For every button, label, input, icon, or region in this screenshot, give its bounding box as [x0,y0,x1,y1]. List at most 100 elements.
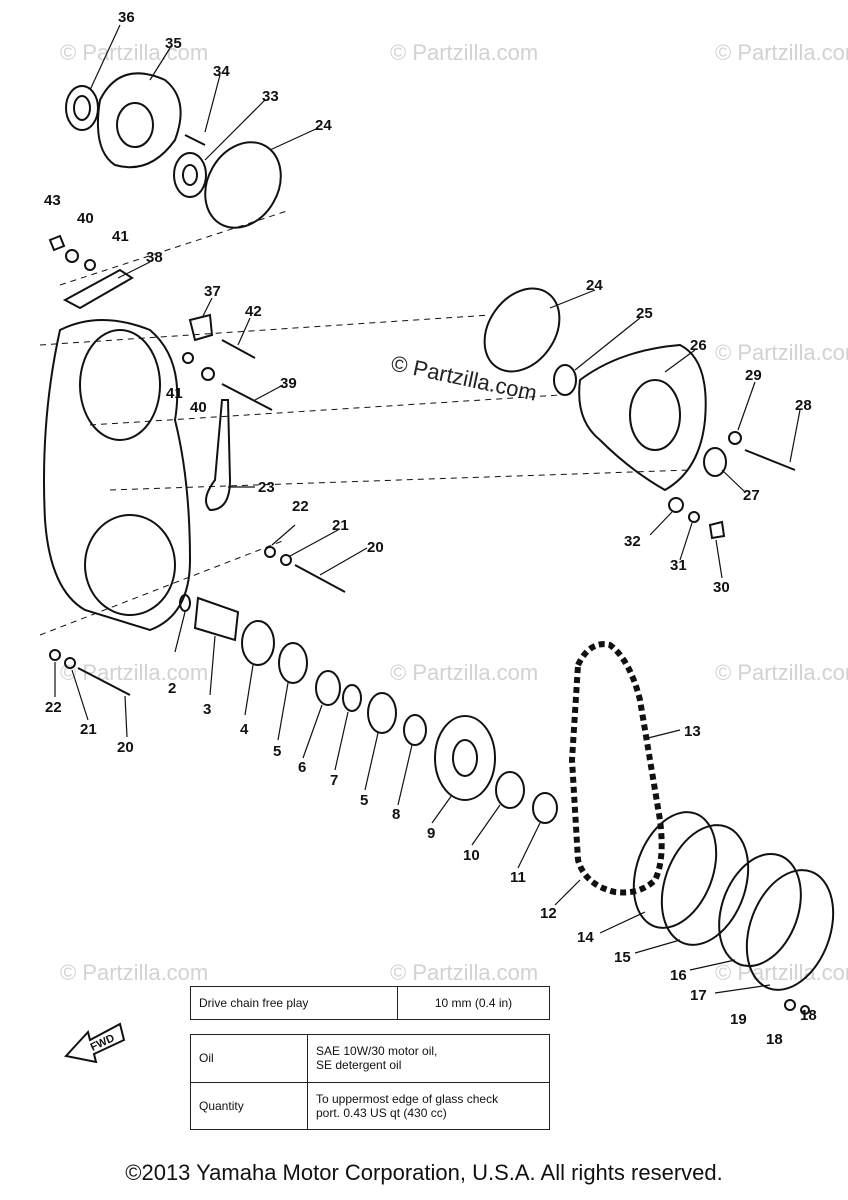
pin-2 [179,594,191,612]
chain-case-1 [43,319,192,632]
leader-21 [289,529,339,557]
washer-22b [49,649,61,661]
gasket-14 [632,811,718,929]
callout-40-top: 40 [77,210,94,227]
washer-18 [800,1005,810,1015]
leader-16 [689,959,736,971]
chain-free-play-row: Drive chain free play 10 mm (0.4 in) [190,986,550,1020]
callout-22b: 22 [45,699,62,716]
oil-row: Oil SAE 10W/30 motor oil, SE detergent o… [190,1034,550,1083]
watermark-7: © Partzilla.com [715,660,848,685]
housing-26-bore [629,379,681,451]
callout-21: 21 [332,517,349,534]
gasket-16 [718,852,802,968]
washer-31 [688,511,700,523]
callout-numbers: 36 35 34 33 24 43 40 41 38 37 42 41 40 3… [44,9,817,1048]
callout-43: 43 [44,192,61,209]
sprocket-9 [434,715,496,801]
callout-29: 29 [745,367,762,384]
leader-36 [89,24,121,91]
leader-34 [204,74,221,133]
bracket-38 [62,268,134,310]
callout-37: 37 [204,283,221,300]
callout-14: 14 [577,929,594,946]
leader-8 [397,744,413,806]
leader-lines [54,24,801,994]
watermark-center: © Partzilla.com [389,350,539,405]
washer-8 [403,714,427,746]
assembly-line-1 [39,314,491,346]
leader-28 [789,409,801,463]
leader-29 [737,381,756,431]
nut-11 [532,792,558,824]
callout-23: 23 [258,479,275,496]
assembly-line-5 [39,539,286,636]
leader-38 [117,261,151,279]
leader-22 [271,524,296,546]
leader-35 [149,47,171,81]
bearing-5b [367,692,397,734]
assembly-line-4 [59,209,291,286]
leader-14 [599,911,646,934]
callout-35: 35 [165,35,182,52]
plug-30 [708,520,726,540]
leader-31 [679,522,693,561]
leader-27 [721,469,746,493]
leader-12 [554,879,581,906]
washer-21 [280,554,292,566]
callout-12: 12 [540,905,557,922]
key-34 [184,134,206,146]
callout-42: 42 [245,303,262,320]
case-lower-bore [84,514,176,616]
oil-seal-4 [241,620,275,666]
callout-19: 19 [730,1011,747,1028]
leader-9 [431,794,453,824]
washer-21b [64,657,76,669]
callout-22: 22 [292,498,309,515]
leader-30 [715,539,723,579]
leader-39 [254,384,284,401]
callout-31: 31 [670,557,687,574]
part-drawings [39,72,835,1015]
callout-9: 9 [427,825,435,842]
callout-33: 33 [262,88,279,105]
o-ring-24-top [204,141,282,229]
leader-11 [517,822,541,869]
watermark-6: © Partzilla.com [390,660,538,685]
washer-40 [65,249,79,263]
cover-35-bore [116,102,154,148]
assembly-line-2 [89,394,561,426]
drive-chain-12 [568,641,665,896]
glass-17 [745,869,835,991]
washer-41 [84,259,96,271]
breather-23 [205,399,232,512]
leader-17 [714,984,771,994]
bearing-5 [278,642,308,684]
callout-41-top: 41 [112,228,129,245]
leader-24a [269,127,319,151]
callout-28: 28 [795,397,812,414]
bolt-42 [221,339,256,359]
washer-41b [182,352,194,364]
seal-27 [703,447,727,477]
watermark-8: © Partzilla.com [60,960,208,985]
washer-10 [495,771,525,809]
cover-15 [660,824,750,946]
leader-20 [319,547,368,576]
washer-40b [201,367,215,381]
shaft-3 [193,596,240,642]
circlip-6 [315,670,341,706]
callout-18: 18 [766,1031,783,1048]
leader-3 [209,635,216,696]
callout-41-mid: 41 [166,385,183,402]
washer-29 [728,431,742,445]
callout-24-right: 24 [586,277,603,294]
leader-15 [634,939,681,954]
callout-11: 11 [510,869,526,886]
quantity-value-line2: port. 0.43 US qt (430 cc) [316,1105,447,1120]
callout-34: 34 [213,63,230,80]
callout-10: 10 [463,847,480,864]
oil-value-line1: SAE 10W/30 motor oil, [316,1044,438,1059]
callout-5a: 5 [273,743,281,760]
